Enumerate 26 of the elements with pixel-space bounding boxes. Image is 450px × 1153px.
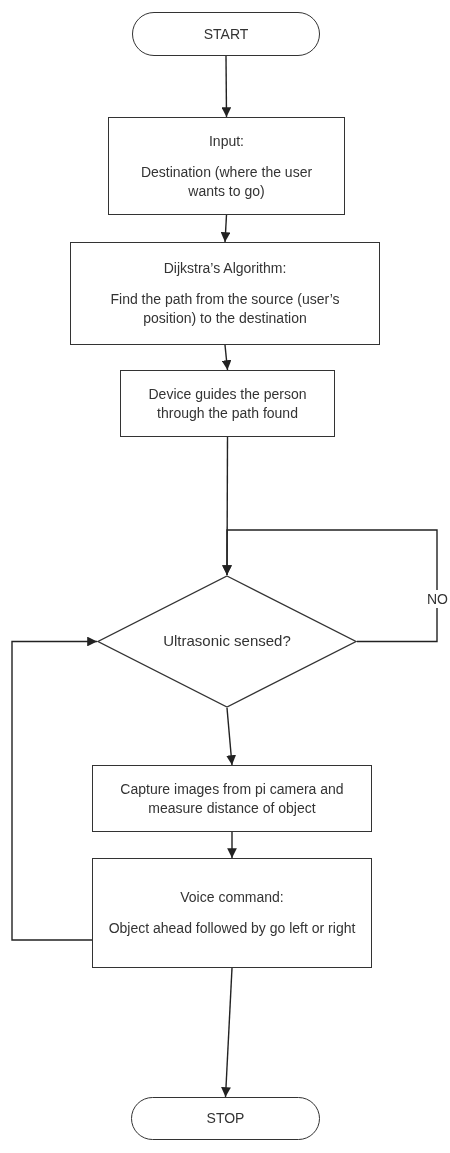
- node-text: Device guides the person through the path found: [147, 384, 308, 423]
- arrow: [222, 529, 438, 643]
- process-box: [92, 765, 372, 832]
- box-heading: Input:: [209, 131, 244, 151]
- arrow: [221, 55, 232, 118]
- box-heading: Dijkstra’s Algorithm:: [163, 259, 287, 278]
- box-heading: Voice command:: [180, 888, 284, 907]
- process-box: [92, 858, 372, 968]
- process-box: [120, 370, 335, 437]
- process-box: [108, 117, 345, 215]
- arrow: [220, 214, 231, 243]
- arrow: [221, 344, 232, 371]
- node-text: Capture images from pi camera and measure distance of object: [119, 779, 345, 818]
- node-text: Find the path from the source (user’s position) to the destination: [109, 290, 341, 328]
- arrow: [221, 967, 233, 1098]
- node-text: Object ahead followed by go left or right: [108, 919, 356, 938]
- node-text: Destination (where the user wants to go): [139, 162, 314, 201]
- arrow: [227, 831, 237, 859]
- node-text: Ultrasonic sensed?: [163, 631, 291, 652]
- node-text: START: [203, 24, 249, 44]
- arrow: [226, 707, 236, 766]
- node-text: STOP: [206, 1109, 245, 1128]
- edge-label: NO: [426, 590, 449, 608]
- decision-diamond: [97, 575, 357, 708]
- arrow: [11, 636, 98, 941]
- process-box: [70, 242, 380, 345]
